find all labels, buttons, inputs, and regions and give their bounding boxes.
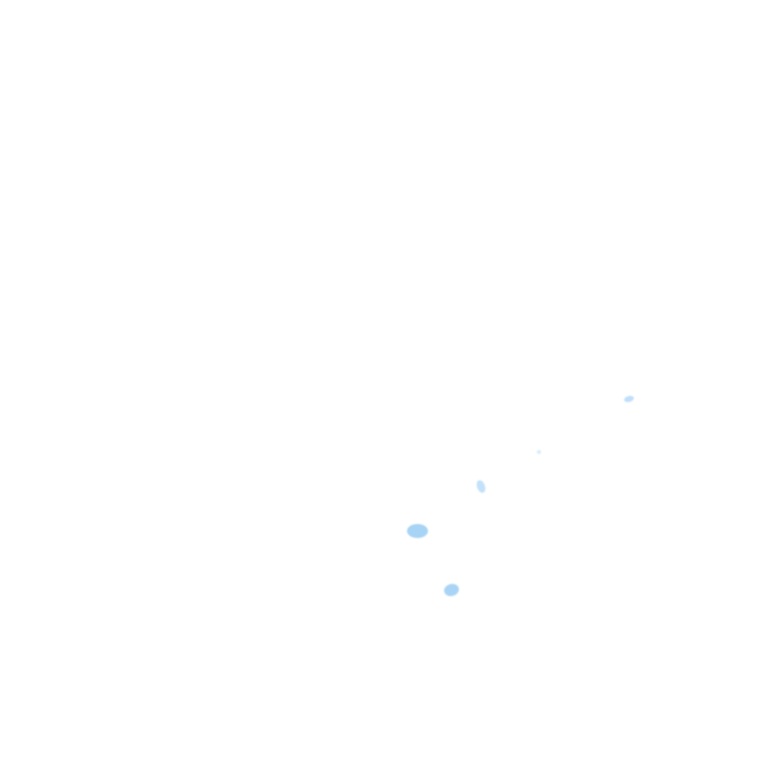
blob-medium-bottom [442,582,461,598]
blob-large-lower-left [407,524,428,538]
blob-narrow-middle [475,479,487,494]
blob-small-upper-right [623,394,635,404]
blob-tiny-dot [537,450,541,454]
